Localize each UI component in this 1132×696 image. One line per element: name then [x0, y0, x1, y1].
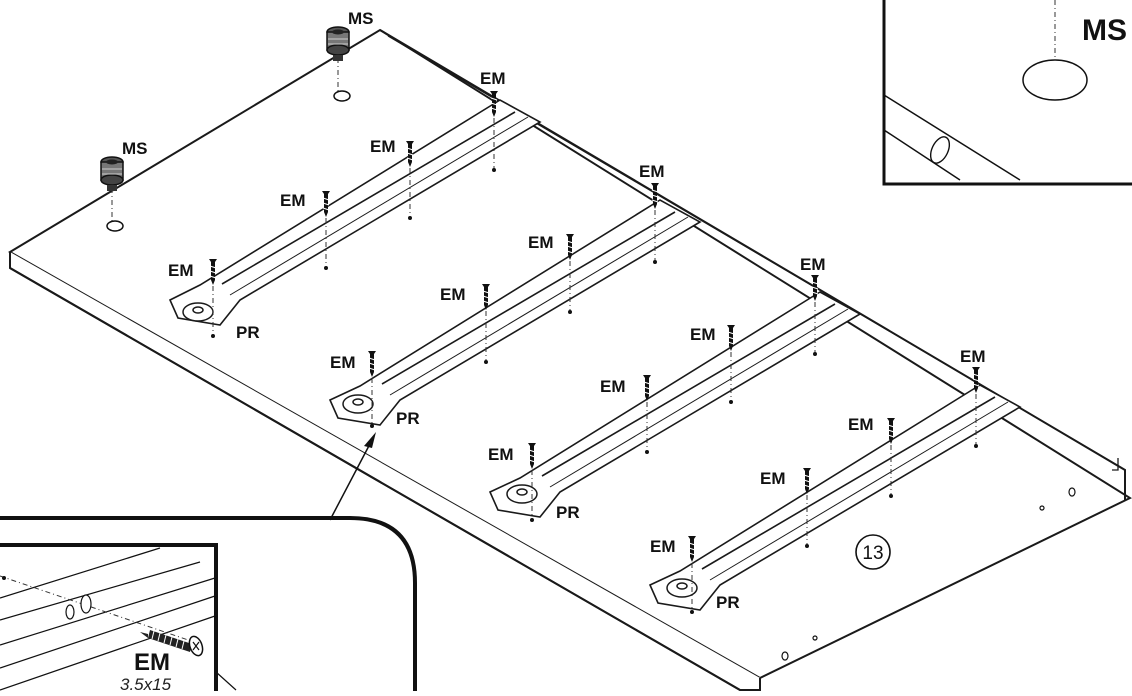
em-label: EM: [800, 255, 826, 274]
em-label: EM: [488, 445, 514, 464]
em-label: EM: [760, 469, 786, 488]
panel: [8, 28, 1132, 691]
pr-label: PR: [236, 323, 260, 342]
pr-label: PR: [396, 409, 420, 428]
em-detail-callout: EM 3.5x15: [0, 516, 417, 696]
em-label: EM: [639, 162, 665, 181]
edge-holes: [781, 487, 1076, 661]
runner-4: [648, 384, 1022, 611]
callout-em-label: EM: [134, 649, 170, 676]
em-label: EM: [440, 285, 466, 304]
pr-label: PR: [556, 503, 580, 522]
runner-wheels: [182, 302, 698, 598]
em-label: EM: [168, 261, 194, 280]
step-number: 13: [855, 534, 891, 570]
step-number-text: 13: [862, 543, 883, 564]
em-label: EM: [848, 415, 874, 434]
em-label: EM: [600, 377, 626, 396]
em-label: EM: [280, 191, 306, 210]
inset-ms-label: MS: [1082, 14, 1127, 47]
em-label: EM: [330, 353, 356, 372]
pr-label: PR: [716, 593, 740, 612]
drawer-runners: [168, 99, 1022, 611]
em-label: EM: [960, 347, 986, 366]
ms-label: MS: [348, 9, 374, 28]
em-label: EM: [690, 325, 716, 344]
runner-3: [488, 291, 862, 518]
ms-label: MS: [122, 139, 148, 158]
guide-lines: [111, 58, 977, 610]
detail-pointer-arrow: [329, 432, 376, 521]
ms-holes: [106, 90, 351, 232]
runner-2: [328, 199, 702, 426]
em-screw-icon: [140, 630, 204, 657]
em-label: EM: [480, 69, 506, 88]
em-label: EM: [528, 233, 554, 252]
em-label: EM: [650, 537, 676, 556]
callout-size-label: 3.5x15: [120, 675, 172, 691]
ms-detail-inset: MS: [882, 0, 1132, 186]
runner-1: [168, 99, 542, 326]
panel-holes: [211, 168, 978, 614]
em-label: EM: [370, 137, 396, 156]
